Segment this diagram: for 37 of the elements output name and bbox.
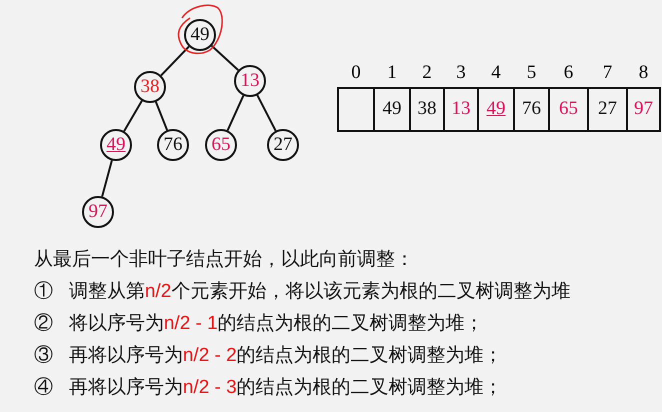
index-number: 4 [490,62,502,84]
tree-edge [123,100,143,132]
step-text: ④ 再将以序号为n/2 - 3的结点为根的二叉树调整为堆； [34,376,503,400]
tree-node: 13 [234,65,266,97]
tree-node: 65 [205,129,237,161]
tree-edge [154,102,168,130]
array-value: 97 [633,98,654,120]
array-value: 27 [597,98,618,120]
tree-edge [256,94,277,132]
index-number: 3 [455,62,467,84]
tree-node: 38 [134,71,166,103]
array-value: 76 [521,98,542,120]
index-number: 0 [350,62,362,84]
index-number: 5 [526,62,538,84]
heading-text: 从最后一个非叶子结点开始，以此向前调整： [34,248,414,272]
index-number: 7 [602,62,614,84]
array-value: 38 [416,98,438,120]
array-value: 13 [450,98,472,120]
array-value: 65 [558,98,579,120]
index-number: 6 [562,62,574,84]
tree-node: 49 [184,19,216,51]
step-text: ① 调整从第n/2个元素开始，将以该元素为根的二叉树调整为堆 [34,280,570,304]
index-number: 8 [638,62,650,84]
tree-edge [101,160,113,197]
tree-node: 27 [267,129,299,161]
tree-edge [160,46,190,76]
tree-node: 97 [82,196,114,228]
tree-node: 76 [157,129,189,161]
array-value: 49 [382,98,402,120]
tree-edge [226,95,244,131]
index-number: 1 [386,62,398,84]
step-text: ③ 再将以序号为n/2 - 2的结点为根的二叉树调整为堆； [34,344,503,368]
array-value: 49 [486,98,506,120]
tree-edge [211,45,239,71]
tree-node: 49 [100,129,132,161]
index-number: 2 [421,62,433,84]
step-text: ② 将以序号为n/2 - 1的结点为根的二叉树调整为堆； [34,312,484,336]
